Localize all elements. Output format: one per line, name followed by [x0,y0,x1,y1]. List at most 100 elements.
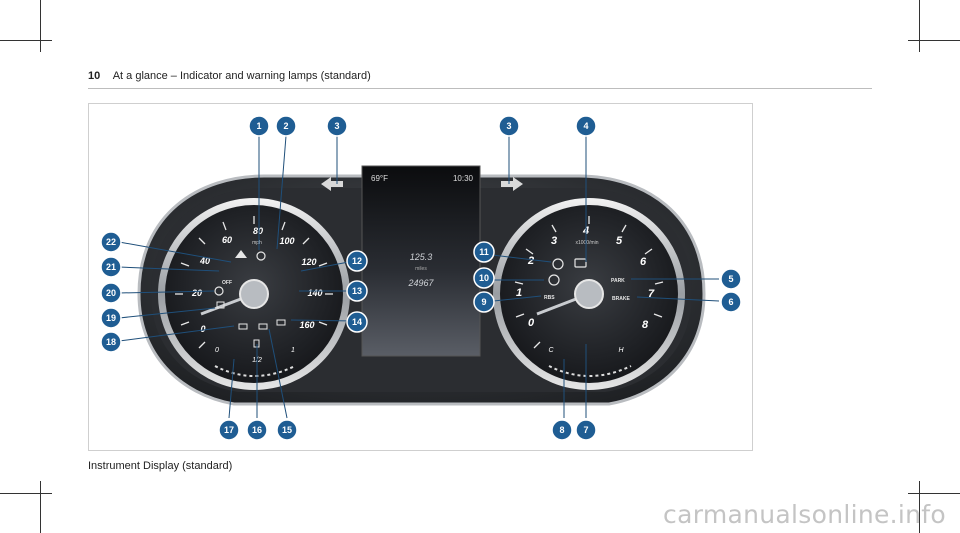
svg-text:12: 12 [352,256,362,266]
speedometer-tick-label: 0 [200,324,205,334]
svg-text:3: 3 [506,121,511,131]
tachometer-tick-label: 1 [516,287,522,299]
callout-badge: 3 [326,115,348,137]
page-number: 10 [88,70,101,82]
trip-meter: 125.3 [410,252,433,262]
clock: 10:30 [453,174,474,183]
svg-text:18: 18 [106,337,116,347]
callout-badge: 21 [100,256,122,278]
speedometer-tick-label: 60 [222,235,232,245]
speedometer-tick-label: 100 [279,236,294,246]
tachometer-tick-marks [514,216,664,349]
tachometer-tick-label: 8 [642,319,649,331]
header-rule [88,88,872,89]
outside-temperature: 69°F [371,174,388,183]
fuel-gauge-label: 0 [215,347,219,354]
headlamp-icon [276,319,286,326]
callout-badge: 10 [473,267,495,289]
parking-brake-icon [552,258,564,270]
svg-text:3: 3 [334,121,339,131]
callout-badge: 22 [100,231,122,253]
page-header: 10 At a glance – Indicator and warning l… [88,70,371,82]
svg-text:17: 17 [224,425,234,435]
callout-badge: 1 [248,115,270,137]
tachometer-hub [574,279,604,309]
speedometer-tick-label: 20 [191,288,202,298]
callout-badge: 19 [100,307,122,329]
tachometer-tick-label: 5 [616,235,623,247]
page-title: At a glance – Indicator and warning lamp… [112,70,371,82]
svg-text:15: 15 [282,425,292,435]
svg-text:9: 9 [481,297,486,307]
svg-text:16: 16 [252,425,262,435]
crop-mark [40,481,41,533]
speedometer-hub [239,279,269,309]
crop-mark [0,493,52,494]
engine-check-icon [574,258,587,268]
svg-text:6: 6 [728,297,733,307]
rbs-lamp: RBS [544,295,555,301]
svg-text:4: 4 [583,121,588,131]
svg-text:10: 10 [479,273,489,283]
svg-text:2: 2 [283,121,288,131]
speedometer-tick-label: 140 [307,288,322,298]
speedometer-tick-marks [175,216,333,349]
tachometer-tick-label: 7 [648,288,655,300]
park-lamp: PARK [611,278,625,284]
crop-mark [0,40,52,41]
crop-mark [908,493,960,494]
svg-text:8: 8 [559,425,564,435]
callout-badge: 9 [473,291,495,313]
left-turn-signal-icon [321,177,343,191]
callout-badge: 12 [346,250,368,272]
tire-pressure-icon [256,251,266,261]
svg-text:21: 21 [106,262,116,272]
tachometer-unit: x1000/min [575,240,598,246]
temp-gauge-label: H [618,347,624,354]
callout-badge: 17 [218,419,240,441]
callout-badge: 13 [346,280,368,302]
watermark: carmanualsonline.info [663,500,946,529]
callout-badge: 20 [100,282,122,304]
callout-badge: 3 [498,115,520,137]
distance-unit: miles [415,266,427,272]
instrument-figure: 0 20 40 60 80 100 120 140 160 mph 0 1/2 … [88,103,753,451]
callout-badge: 15 [276,419,298,441]
callout-badge: 16 [246,419,268,441]
esp-off-lamp: OFF [222,280,232,286]
low-beam-icon [238,323,248,330]
temp-gauge-label: C [548,347,554,354]
speedometer-tick-label: 40 [199,256,210,266]
high-beam-icon [258,323,268,330]
callout-badge: 18 [100,331,122,353]
figure-caption: Instrument Display (standard) [88,460,233,472]
svg-text:19: 19 [106,313,116,323]
svg-text:13: 13 [352,286,362,296]
fuel-gauge-label: 1 [291,347,295,354]
brake-lamp: BRAKE [612,296,630,302]
speedometer-tick-label: 120 [301,257,316,267]
svg-text:14: 14 [352,317,362,327]
odometer: 24967 [407,278,434,288]
tachometer-tick-label: 3 [551,235,557,247]
center-display [361,165,481,357]
callout-badge: 5 [720,268,742,290]
speedometer-tick-label: 80 [253,226,263,236]
fuel-gauge-scale [214,365,296,377]
svg-text:20: 20 [106,288,116,298]
right-turn-signal-icon [501,177,523,191]
tachometer-tick-label: 2 [527,255,534,267]
speedometer-unit: mph [252,240,262,246]
abs-icon [214,286,224,296]
crop-mark [919,0,920,52]
callout-badge: 14 [346,311,368,333]
temp-gauge-scale [548,365,632,377]
svg-text:5: 5 [728,274,733,284]
callout-badge: 7 [575,419,597,441]
callout-badge: 6 [720,291,742,313]
instrument-cluster-illustration: 0 20 40 60 80 100 120 140 160 mph 0 1/2 … [100,115,742,441]
callout-badge: 2 [275,115,297,137]
crop-mark [908,40,960,41]
svg-text:22: 22 [106,237,116,247]
callout-badge: 8 [551,419,573,441]
